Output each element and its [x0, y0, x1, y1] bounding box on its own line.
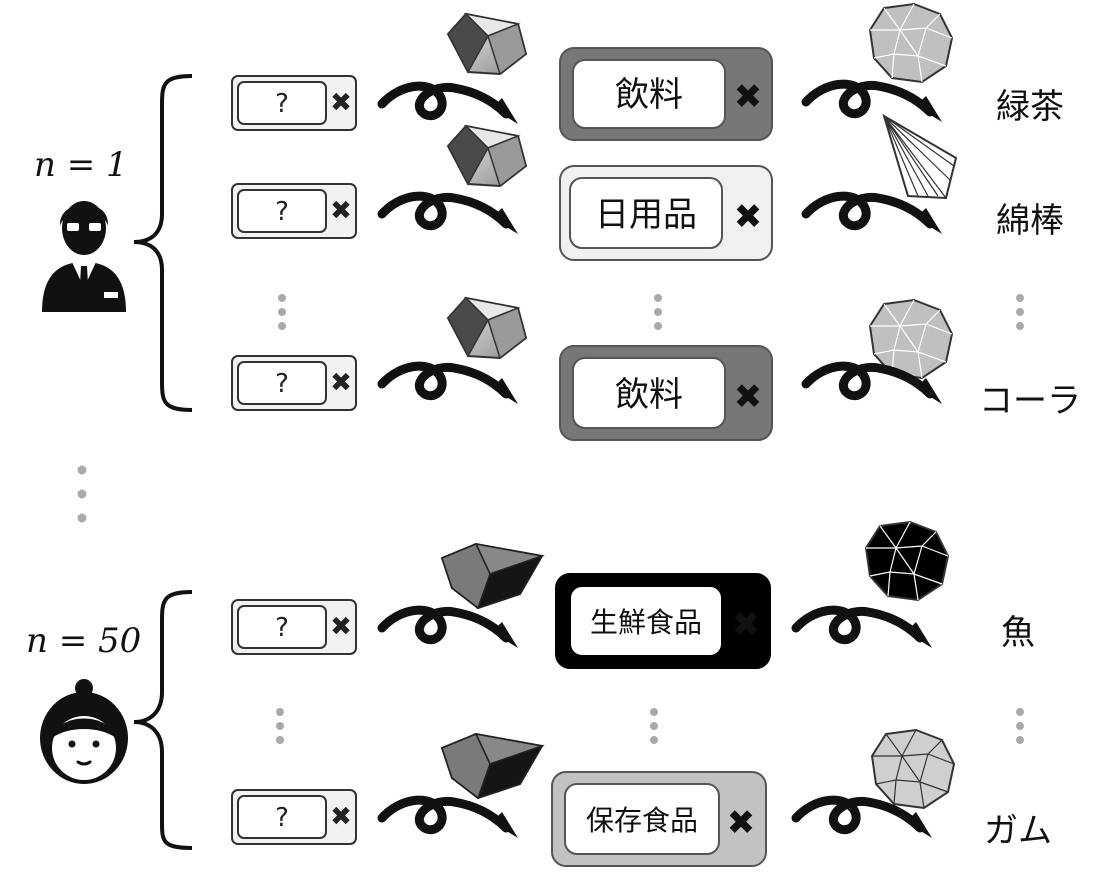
category-box: 日用品 ✖ [559, 165, 773, 261]
result-label: 魚 [1001, 613, 1035, 653]
result-label: コーラ [979, 381, 1081, 421]
category-label: 生鮮食品 [590, 606, 702, 639]
row-1: ? ✖ 飲料 ✖ 緑茶 [231, 3, 1064, 141]
close-icon: ✖ [330, 802, 352, 832]
category-box: 生鮮食品 ✖ [555, 573, 771, 669]
curly-arrow-icon [382, 196, 518, 234]
curly-arrow-icon [796, 610, 932, 648]
category-label: 飲料 [615, 75, 683, 115]
light-gray-gem-icon [447, 13, 527, 75]
group-1-n-label: n = 1 [34, 145, 128, 185]
light-gray-gem-icon [447, 297, 527, 359]
query-box: ? ✖ [231, 599, 357, 655]
light-gray-gem-icon [447, 125, 527, 187]
category-box: 飲料 ✖ [559, 47, 773, 141]
white-fan-gem-icon [882, 113, 958, 200]
curly-arrow-icon [382, 366, 518, 404]
query-mark: ? [275, 613, 289, 643]
query-mark: ? [275, 89, 289, 119]
ellipsis-icon [278, 294, 1024, 330]
close-icon: ✖ [727, 803, 756, 843]
result-label: ガム [984, 811, 1052, 851]
curly-arrow-icon [806, 196, 942, 234]
dark-gem-icon [441, 733, 543, 799]
black-faceted-gem-icon [865, 521, 949, 601]
row-2: ? ✖ 日用品 ✖ 綿棒 [231, 113, 1064, 261]
query-mark: ? [275, 803, 289, 833]
close-icon: ✖ [734, 377, 763, 417]
close-icon: ✖ [734, 77, 763, 117]
row-4: ? ✖ 生鮮食品 ✖ 魚 [231, 521, 1035, 669]
curly-arrow-icon [806, 84, 942, 122]
curly-arrow-icon [382, 610, 518, 648]
woman-icon [40, 679, 128, 784]
row-3: ? ✖ 飲料 ✖ コーラ [231, 297, 1081, 441]
group-2-brace [133, 590, 193, 850]
category-label: 保存食品 [586, 804, 698, 837]
query-mark: ? [275, 197, 289, 227]
category-label: 日用品 [595, 195, 697, 235]
category-box: 飲料 ✖ [559, 345, 773, 441]
category-label: 飲料 [615, 375, 683, 415]
close-icon: ✖ [330, 612, 352, 642]
close-icon: ✖ [732, 605, 761, 645]
row-5: ? ✖ 保存食品 ✖ ガム [231, 729, 1052, 867]
dark-gem-icon [441, 543, 543, 609]
close-icon: ✖ [330, 88, 352, 118]
result-label: 緑茶 [996, 87, 1064, 127]
light-faceted-gem-icon [871, 729, 955, 809]
query-box: ? ✖ [231, 75, 357, 131]
ellipsis-icon [77, 465, 87, 523]
gray-faceted-gem-icon [869, 3, 953, 83]
close-icon: ✖ [330, 368, 352, 398]
query-box: ? ✖ [231, 789, 357, 845]
curly-arrow-icon [382, 86, 518, 124]
businessman-icon [42, 201, 126, 312]
query-box: ? ✖ [231, 355, 357, 411]
ellipsis-icon [276, 708, 1024, 744]
group-1-brace [133, 74, 193, 412]
group-2-n-label: n = 50 [26, 621, 141, 661]
query-box: ? ✖ [231, 183, 357, 239]
close-icon: ✖ [330, 196, 352, 226]
curly-arrow-icon [382, 800, 518, 838]
category-box: 保存食品 ✖ [551, 771, 767, 867]
result-label: 綿棒 [996, 201, 1064, 241]
query-mark: ? [275, 369, 289, 399]
close-icon: ✖ [734, 197, 763, 237]
